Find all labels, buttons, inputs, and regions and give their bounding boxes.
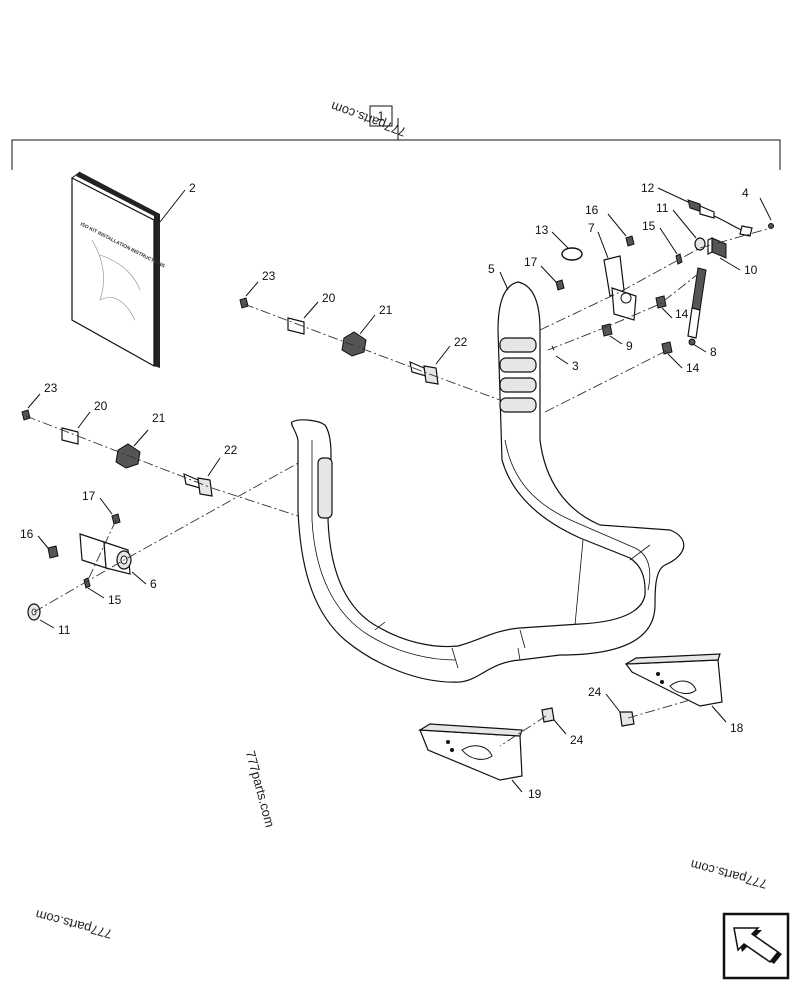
assembly-label: 1 xyxy=(378,109,385,123)
label-screw-left: 17 xyxy=(82,489,96,503)
label-spacer-left: 20 xyxy=(94,399,108,413)
label-cable: 12 xyxy=(641,181,655,195)
label-stud-lower: 14 xyxy=(686,361,700,375)
watermark-right: 777parts.com xyxy=(689,857,769,892)
grab-handle xyxy=(291,281,685,683)
bracket-right xyxy=(603,255,637,321)
label-nut-mount-right: 24 xyxy=(588,685,602,699)
label-mount-right: 18 xyxy=(730,721,744,735)
washer-right xyxy=(694,237,706,251)
knob-set-right xyxy=(239,297,439,385)
label-pin: 3 xyxy=(572,359,579,373)
label-stud-upper: 14 xyxy=(675,307,689,321)
label-nut-mount-left: 24 xyxy=(570,733,584,747)
label-pin-small-left: 15 xyxy=(108,593,122,607)
label-cap-right: 23 xyxy=(262,269,276,283)
nut-mount-left xyxy=(541,707,555,723)
label-bracket-right: 7 xyxy=(588,221,595,235)
arrow-icon[interactable] xyxy=(722,912,790,980)
label-nut-right: 9 xyxy=(626,339,633,353)
mount-bracket-right xyxy=(624,653,723,707)
nut-top-right xyxy=(625,235,635,247)
label-nut-left: 16 xyxy=(20,527,34,541)
label-ring: 13 xyxy=(535,223,549,237)
label-knob-left: 21 xyxy=(152,411,166,425)
ring-clip xyxy=(561,247,583,261)
stud-lower xyxy=(661,341,673,355)
label-washer-right: 11 xyxy=(656,201,669,215)
assembly-bracket: 1 xyxy=(11,105,781,170)
label-pin-small-right: 15 xyxy=(642,219,656,233)
label-clip: 4 xyxy=(742,186,749,200)
gas-spring xyxy=(687,267,707,346)
watermark-bottom-left: 777parts.com xyxy=(34,907,114,942)
label-spacer-right: 20 xyxy=(322,291,336,305)
label-bracket-left: 6 xyxy=(150,577,157,591)
watermark-top: 777parts.com xyxy=(329,99,408,140)
small-pin-right xyxy=(675,253,683,265)
instruction-manual: ISO KIT INSTALLATION INSTRUCTIONS xyxy=(71,171,166,368)
label-nut-top: 16 xyxy=(585,203,599,217)
label-spring: 8 xyxy=(710,345,717,359)
label-bolt-left: 22 xyxy=(224,443,238,457)
mount-bracket-left xyxy=(418,723,523,781)
label-block: 10 xyxy=(744,263,758,277)
label-manual: 2 xyxy=(189,181,196,195)
label-bolt-right: 22 xyxy=(454,335,468,349)
nut-mount-right xyxy=(619,711,635,727)
label-cap-left: 23 xyxy=(44,381,58,395)
handle-grips xyxy=(317,337,537,519)
label-handle: 5 xyxy=(488,262,495,276)
screw-right xyxy=(555,279,565,291)
wire-cable xyxy=(687,199,753,237)
nut-right xyxy=(601,323,613,337)
label-knob-right: 21 xyxy=(379,303,393,317)
label-screw-right: 17 xyxy=(524,255,538,269)
bracket-left xyxy=(79,533,132,575)
label-washer-left: 11 xyxy=(58,623,71,637)
clip-pin xyxy=(768,223,774,229)
knob-set-left xyxy=(21,409,213,497)
nut-left xyxy=(47,545,59,559)
label-mount-left: 19 xyxy=(528,787,542,801)
watermark-center: 777parts.com xyxy=(243,749,278,829)
screw-left xyxy=(111,513,121,525)
stud-upper xyxy=(655,295,667,309)
